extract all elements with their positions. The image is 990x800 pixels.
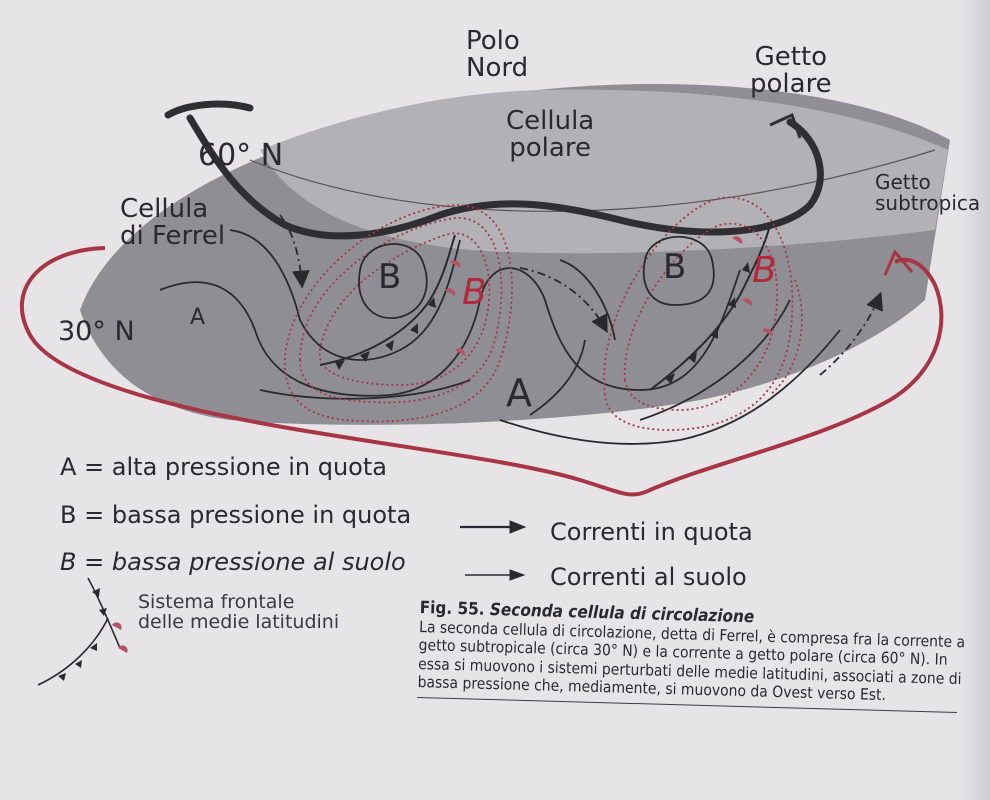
polar-jet-stream (164, 100, 824, 240)
front-left (319, 234, 456, 366)
upper-low-left-ring (358, 243, 428, 319)
cold-front-marker (428, 297, 436, 308)
figure-caption: Fig. 55. Seconda cellula di circolazione… (417, 598, 980, 714)
low-contour-left-1 (318, 232, 491, 386)
surface-low-right-label: B (752, 250, 777, 291)
low-contour-left-2 (299, 217, 503, 404)
cold-front-marker (410, 323, 418, 334)
upper-low-right-ring (642, 235, 715, 306)
low-contour-right-2 (603, 196, 794, 431)
surface-current-legend-head (509, 569, 526, 581)
warm-front-marker (445, 288, 456, 296)
cold-front-marker (385, 340, 394, 351)
legend-bassa-pressione-suolo: B = bassa pressione al suolo (60, 548, 406, 576)
warm-front-marker (762, 328, 773, 336)
cold-front-marker (688, 352, 697, 363)
frontal-system-legend-icon (37, 577, 128, 686)
cold-front-marker (665, 373, 675, 384)
upper-flow-line-2 (229, 229, 616, 361)
warm-front-marker (455, 348, 466, 356)
warm-front-marker (742, 298, 753, 306)
cold-front-marker (742, 262, 750, 273)
low-contour-right-1 (623, 222, 779, 411)
cold-front-marker (710, 328, 718, 339)
legend-correnti-quota: Correnti in quota (550, 518, 753, 546)
surface-low-left-label: B (462, 272, 487, 313)
front-right (649, 224, 771, 391)
cold-front-marker (360, 351, 370, 362)
polar-jet-arrowhead (769, 112, 802, 139)
upper-low-left-label: B (378, 257, 402, 297)
upper-current-legend-head (509, 520, 527, 534)
page-edge-shadow (960, 0, 990, 800)
cold-front-marker (335, 360, 345, 370)
surface-current-right (819, 291, 884, 376)
lat-30-label: 30° N (58, 316, 135, 347)
surface-current-left (279, 214, 310, 289)
legend-correnti-suolo: Correnti al suolo (550, 563, 747, 591)
warm-front-marker (732, 236, 743, 244)
cold-front-marker (728, 297, 736, 308)
figure-caption-body: La seconda cellula di circolazione, dett… (417, 618, 966, 704)
upper-flow-line-1 (159, 267, 741, 397)
subtropical-jet-arrowhead (883, 249, 914, 276)
polar-cap-shading (260, 89, 948, 254)
subtropical-jet-stream (19, 246, 944, 497)
upper-low-right-label: B (663, 247, 687, 287)
warm-front-marker (450, 260, 461, 268)
lat-60-label: 60° N (198, 138, 284, 173)
high-pressure-large-label: A (506, 371, 532, 415)
legend-alta-pressione: A = alta pressione in quota (60, 453, 387, 481)
legend-bassa-pressione-quota: B = bassa pressione in quota (60, 501, 412, 529)
surface-current-middle (519, 267, 608, 334)
high-pressure-small-label: A (190, 305, 206, 330)
low-contour-left-3 (284, 204, 513, 423)
upper-flow-line-3 (259, 329, 841, 445)
low-contour-right-3 (769, 279, 803, 396)
upper-flow-line-4 (529, 299, 791, 421)
